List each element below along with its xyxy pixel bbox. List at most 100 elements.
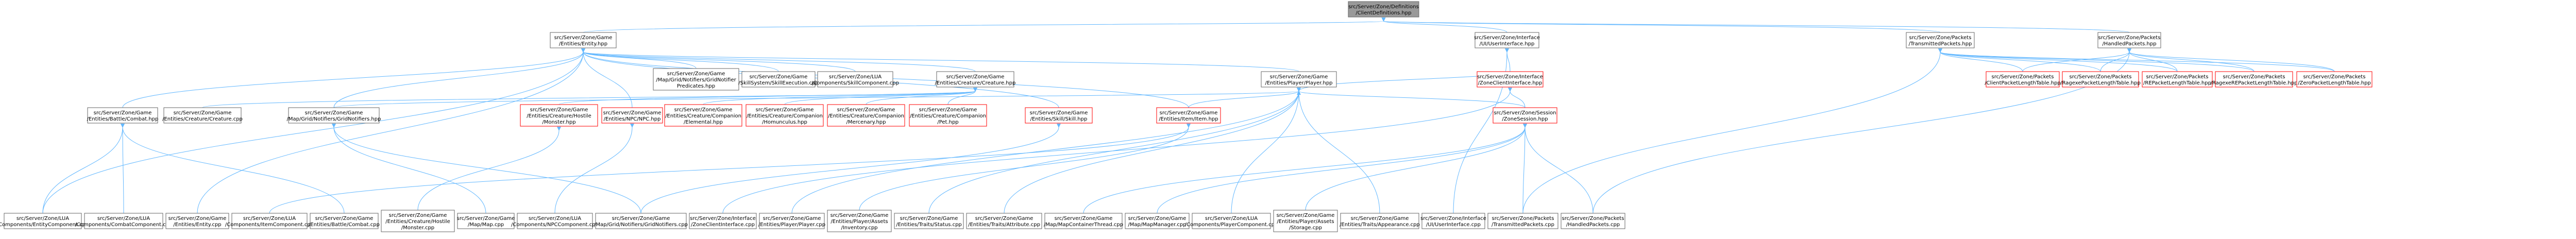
node-box [1125,213,1190,229]
node-label-line: /REPacketLengthTable.hpp [2143,80,2211,86]
edge-ragexere-to-handled [2127,48,2255,72]
node-player[interactable]: src/Server/Zone/Game/Entities/Player/Pla… [1261,71,1337,88]
node-box [163,107,242,124]
node-itemcomp[interactable]: src/Server/Zone/LUA/Components/ItemCompo… [225,213,314,229]
node-transmit[interactable]: src/Server/Zone/Packets/TransmittedPacke… [1906,32,1975,48]
node-storage[interactable]: src/Server/Zone/Game/Entities/Player/Ass… [1273,210,1338,232]
node-skillexec[interactable]: src/Server/Zone/Game/SkillSystem/SkillEx… [738,71,819,88]
node-uicpp[interactable]: src/Server/Zone/Interface/UI/UserInterfa… [1420,213,1486,229]
node-iface[interactable]: src/Server/Zone/Interface/UI/UserInterfa… [1474,32,1540,48]
node-label-line: /Entities/Creature/Companion [828,113,904,119]
node-label-line: /Entities/Creature/Creature.hpp [935,80,1016,86]
node-label-line: /ClientDefinitions.hpp [1355,10,1411,16]
node-entitycpp[interactable]: src/Server/Zone/Game/Entities/Entity.cpp [165,213,229,229]
node-label-line: /Map/MapManager.cpp [1128,222,1186,228]
node-creaturecpp[interactable]: src/Server/Zone/Game/Entities/Creature/C… [162,107,243,124]
node-item[interactable]: src/Server/Zone/Game/Entities/Item/Item.… [1156,107,1221,124]
node-handled[interactable]: src/Server/Zone/Packets/HandledPackets.h… [2097,32,2161,48]
node-label-line: src/Server/Zone/Packets [1909,35,1972,41]
node-label-line: /Storage.cpp [1289,225,1322,231]
node-label-line: src/Server/Zone/Game [603,110,662,116]
edge-npccomp-to-npc [554,123,635,214]
node-pet[interactable]: src/Server/Zone/Game/Entities/Creature/C… [909,104,987,127]
node-re[interactable]: src/Server/Zone/Packets/REPacketLengthTa… [2142,71,2213,88]
node-label-line: /Entities/Player/Player.cpp [758,222,825,228]
node-label-line: /RagexeREPacketLengthTable.hpp [2211,80,2298,86]
node-playercpp[interactable]: src/Server/Zone/Game/Entities/Player/Pla… [758,213,825,229]
node-gridpred[interactable]: src/Server/Zone/Game/Map/Grid/Notifiers/… [653,68,739,91]
node-mercenary[interactable]: src/Server/Zone/Game/Entities/Creature/C… [827,104,905,127]
node-mapmanager[interactable]: src/Server/Zone/Game/Map/MapManager.cpp [1125,213,1190,229]
edge-playercpp-to-player [791,87,1301,214]
edge-session-to-player [1296,87,1526,108]
node-box [1044,213,1123,229]
node-label-line: /Entities/Traits/Status.cpp [896,222,962,228]
node-clientlen[interactable]: src/Server/Zone/Packets/ClientPacketLeng… [1985,71,2061,88]
node-transmitcpp[interactable]: src/Server/Zone/Packets/TransmittedPacke… [1487,213,1558,229]
node-box [827,104,905,127]
node-label-line: /Entities/Skill/Skill.hpp [1030,116,1088,122]
node-label-line: /Entities/Item/Item.hpp [1159,116,1218,122]
node-entitycomp[interactable]: src/Server/Zone/LUA/Components/EntityCom… [0,213,89,229]
node-box [1348,1,1419,18]
node-ragexere[interactable]: src/Server/Zone/Packets/RagexeREPacketLe… [2211,71,2298,88]
node-battlecombat[interactable]: src/Server/Zone/Game/Entities/Battle/Com… [87,107,159,124]
node-playercomp[interactable]: src/Server/Zone/LUA/Components/PlayerCom… [1185,213,1278,229]
node-label-line: src/Server/Zone/Game [756,107,814,113]
node-label-line: src/Server/Zone/Game [174,110,232,116]
edge-gridnotif-to-entity [333,48,586,108]
node-box [1487,213,1558,229]
node-label-line: /Entities/Battle/Combat.cpp [309,222,380,228]
node-label-line: src/Server/Zone/Packets [2098,35,2161,41]
node-appearance[interactable]: src/Server/Zone/Game/Entities/Traits/App… [1340,213,1420,229]
node-combatcomp[interactable]: src/Server/Zone/LUA/Components/CombatCom… [75,213,173,229]
node-label-line: src/Server/Zone/Packets [2070,74,2132,80]
node-label-line: /ClientPacketLengthTable.hpp [1985,80,2061,86]
node-npc[interactable]: src/Server/Zone/Game/Entities/NPC/NPC.hp… [601,107,663,124]
node-session[interactable]: src/Server/Zone/Session/ZoneSession.hpp [1493,107,1557,124]
node-battlecombatcpp[interactable]: src/Server/Zone/Game/Entities/Battle/Com… [309,213,380,229]
edge-battlecombatcpp-to-battlecombat [120,123,345,214]
node-traitsattr[interactable]: src/Server/Zone/Game/Entities/Traits/Att… [966,213,1042,229]
node-label-line: /UI/UserInterface.hpp [1480,41,1535,47]
node-zero[interactable]: src/Server/Zone/Packets/ZeroPacketLength… [2296,71,2372,88]
node-hostilecpp[interactable]: src/Server/Zone/Game/Entities/Creature/H… [381,210,455,232]
node-label-line: src/Server/Zone/Game [1270,74,1328,80]
node-traitsstatus[interactable]: src/Server/Zone/Game/Entities/Traits/Sta… [894,213,964,229]
node-mapmap[interactable]: src/Server/Zone/Game/Map/Map.cpp [457,213,515,229]
node-handledcpp[interactable]: src/Server/Zone/Packets/HandledPackets.c… [1561,213,1625,229]
node-npccomp[interactable]: src/Server/Zone/LUA/Components/NPCCompon… [511,213,599,229]
node-zoneifacecpp[interactable]: src/Server/Zone/Interface/ZoneClientInte… [689,213,757,229]
node-box [381,210,455,232]
node-inventory[interactable]: src/Server/Zone/Game/Entities/Player/Ass… [827,210,892,232]
node-homunculus[interactable]: src/Server/Zone/Game/Entities/Creature/C… [745,104,824,127]
node-box [909,104,987,127]
node-gridnotifcpp[interactable]: src/Server/Zone/Game/Map/Grid/Notifiers/… [594,213,688,229]
node-label-line: src/Server/Zone/Game [946,74,1005,80]
node-label-line: /Monster.hpp [542,120,575,125]
node-elemental[interactable]: src/Server/Zone/Game/Entities/Creature/C… [664,104,742,127]
edge-re-to-handled [2127,48,2178,72]
node-entity[interactable]: src/Server/Zone/Game/Entities/Entity.hpp [550,32,617,48]
node-label-line: /Entities/Battle/Combat.hpp [87,116,159,122]
node-label-line: src/Server/Zone/Packets [1562,216,1624,221]
node-gridnotif[interactable]: src/Server/Zone/Game/Map/Grid/Notifiers/… [287,107,381,124]
node-label-line: /Entities/Player/Player.hpp [1265,80,1332,86]
edge-storage-to-session [1305,123,1528,211]
node-zoneiface[interactable]: src/Server/Zone/Interface/ZoneClientInte… [1477,71,1544,88]
node-ragexe[interactable]: src/Server/Zone/Packets/RagexePacketLeng… [2060,71,2141,88]
node-label-line: /Entities/Entity.cpp [173,222,221,228]
node-box [1273,210,1338,232]
node-label-line: src/Server/Zone/Game [975,216,1033,221]
node-lifecycle[interactable]: src/Server/Zone/Game/Map/MapContainerThr… [1044,213,1123,229]
node-label-line: /Entities/Traits/Appearance.cpp [1340,222,1420,228]
node-label-line: /Entities/Entity.hpp [559,41,607,47]
edge-ragexe-to-transmit [1938,48,2101,72]
node-hostile[interactable]: src/Server/Zone/Game/Entities/Creature/H… [520,104,598,127]
node-label-line: /Entities/Creature/Companion [665,113,741,119]
edge-hostilecpp-to-hostile [417,126,562,211]
node-skill[interactable]: src/Server/Zone/Game/Entities/Skill/Skil… [1025,107,1093,124]
node-box [457,213,515,229]
node-creature[interactable]: src/Server/Zone/Game/Entities/Creature/C… [935,71,1016,88]
node-skillcomp[interactable]: src/Server/Zone/LUA/Components/SkillComp… [811,71,899,88]
